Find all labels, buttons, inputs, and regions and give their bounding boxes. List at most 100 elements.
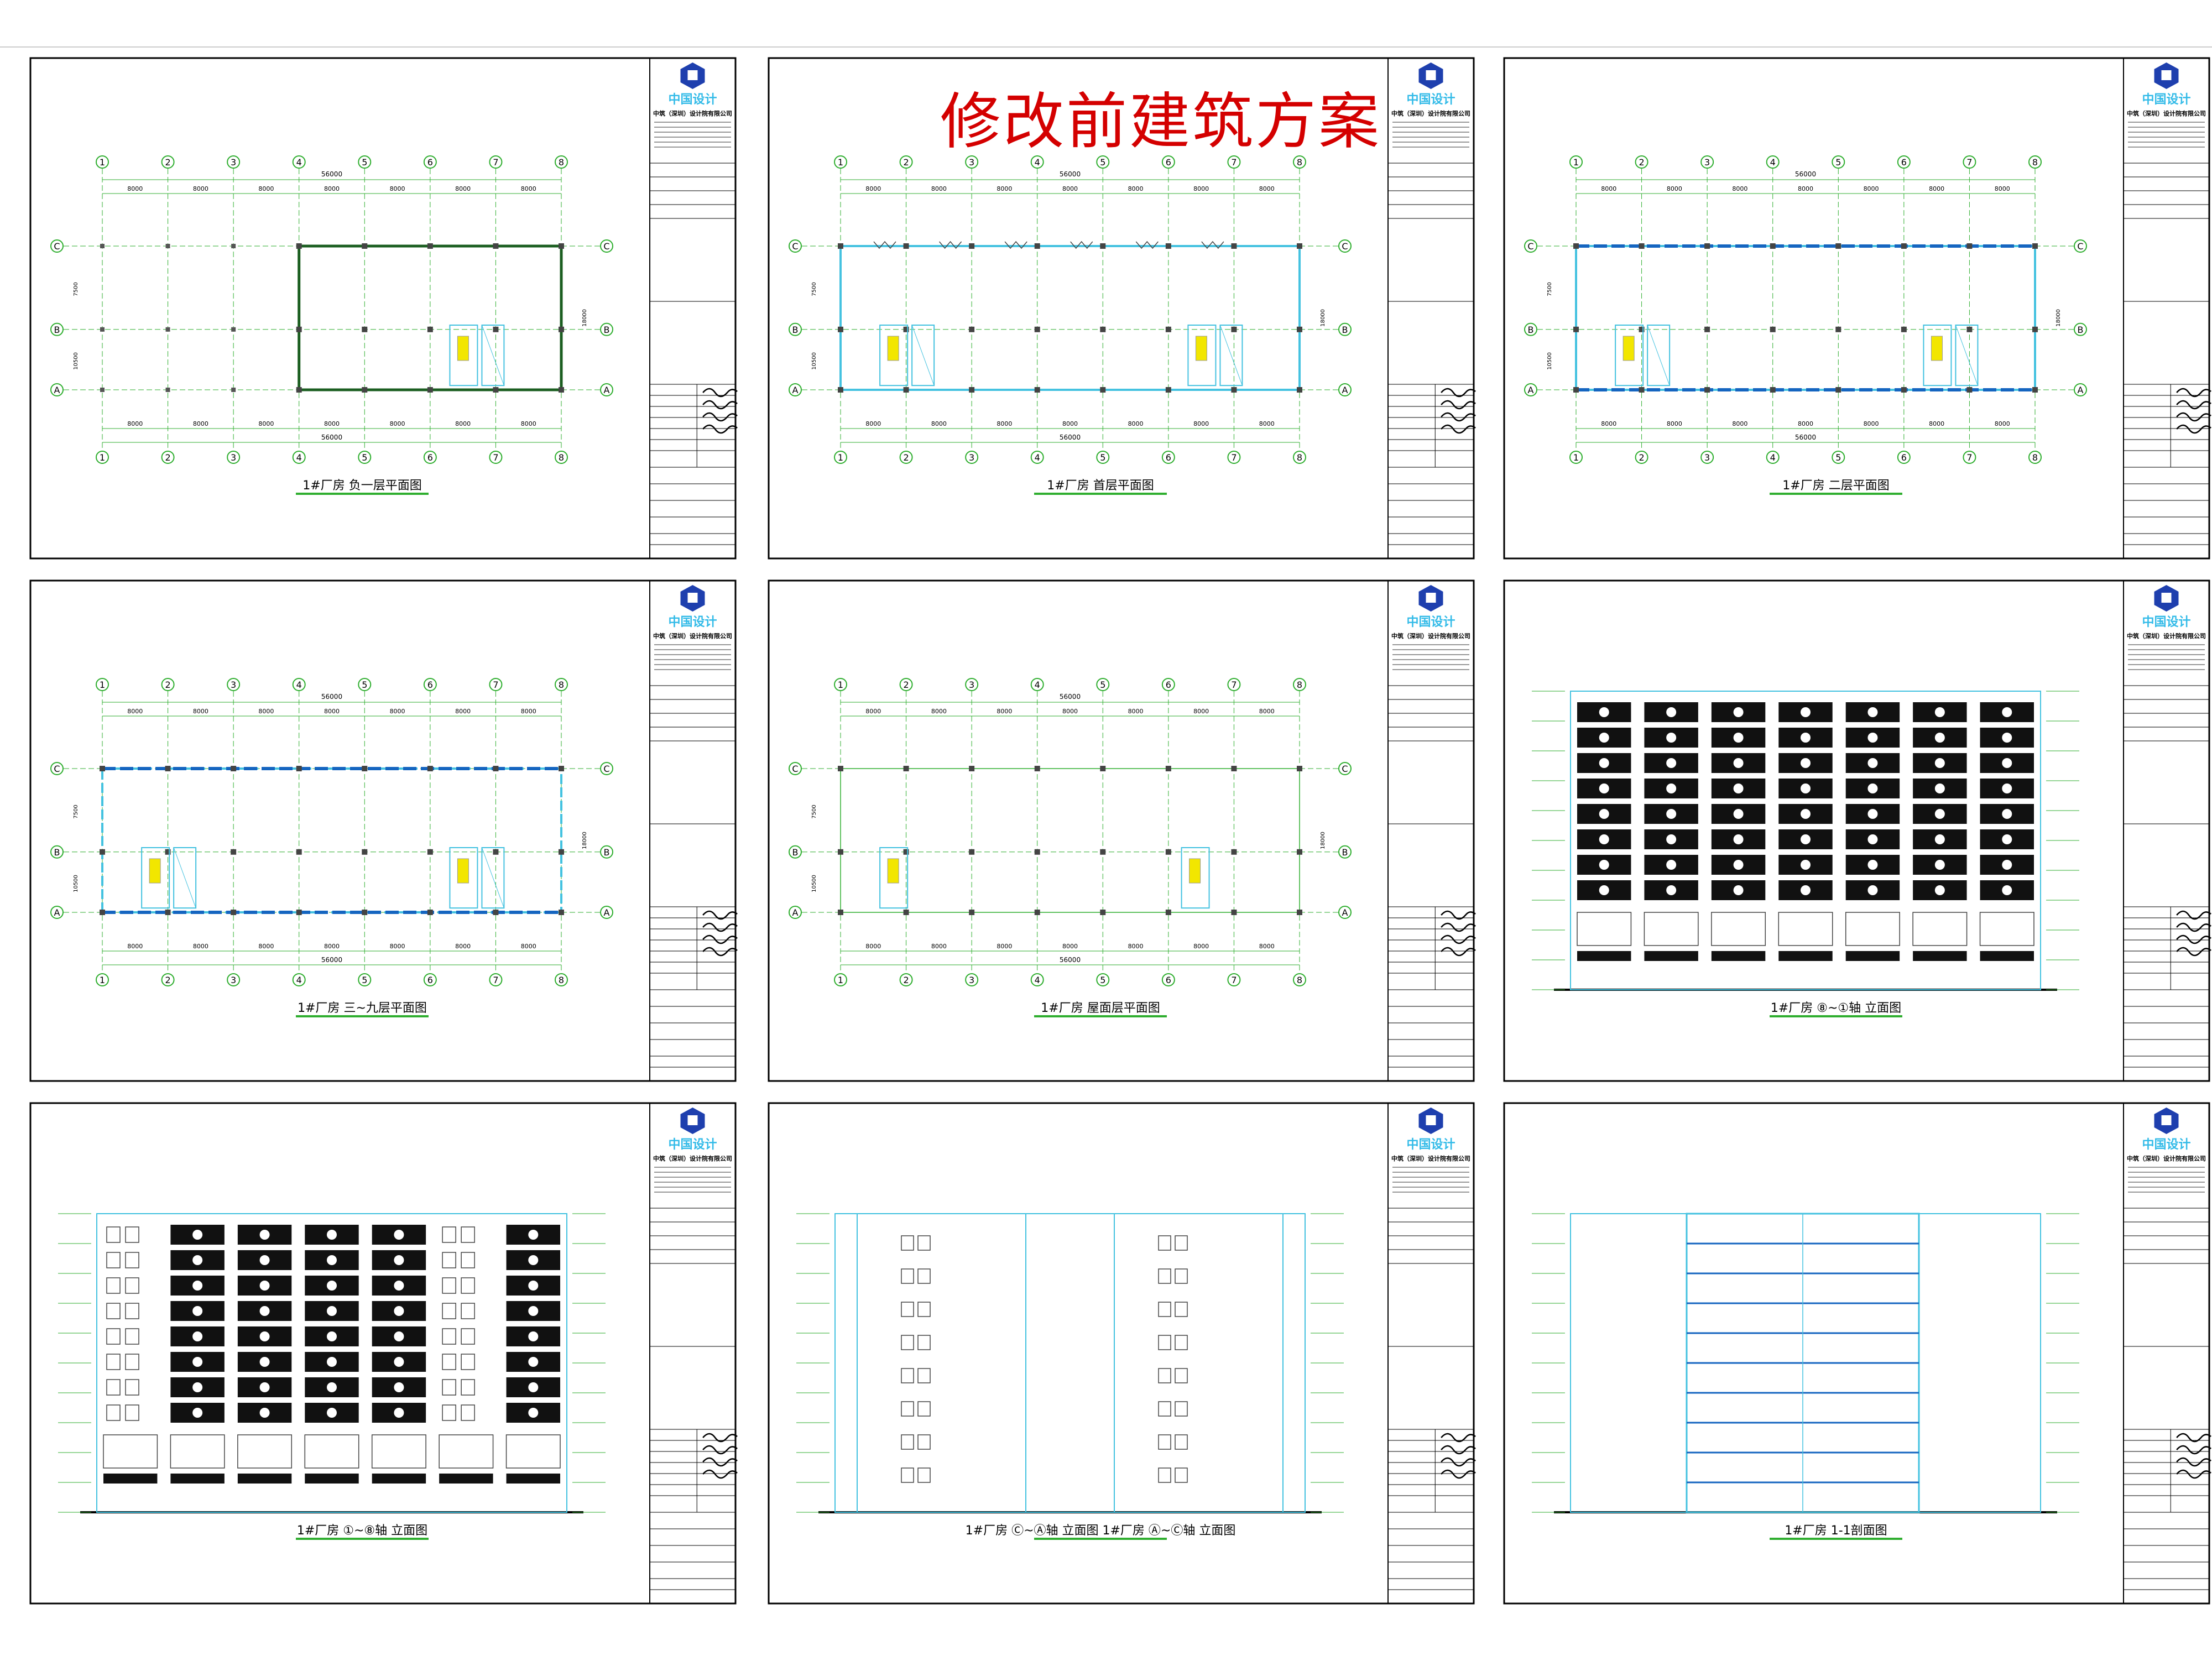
dim-bay-top: 8000 <box>1667 185 1682 192</box>
dim-total-top: 56000 <box>1060 693 1081 701</box>
dim-bay-top: 8000 <box>390 708 405 715</box>
column-dot <box>1966 326 1973 332</box>
shopfront-band <box>170 1474 225 1484</box>
axis-bottom-5 <box>1096 973 1110 986</box>
column-dot <box>1100 326 1106 332</box>
signature-mark <box>702 922 738 932</box>
glazing-node <box>1666 885 1677 895</box>
window <box>125 1379 139 1396</box>
axis-right-C-label: C <box>603 241 609 252</box>
glazing-node <box>1599 758 1609 768</box>
elevator-cross <box>481 847 504 908</box>
axis-left-B <box>50 322 64 336</box>
axis-bottom-7 <box>1963 451 1976 464</box>
dim-bay-top: 8000 <box>1732 185 1747 192</box>
dim-bay-bottom: 8000 <box>390 420 405 427</box>
column-dot <box>296 849 302 855</box>
glazing-node <box>2002 758 2012 768</box>
dim-bay-top: 8000 <box>931 185 947 192</box>
axis-right-B <box>1338 322 1352 336</box>
glazing-node <box>1733 809 1744 819</box>
column-dot <box>1034 910 1040 915</box>
axis-right-A <box>2074 383 2087 396</box>
stair-icon <box>457 858 469 884</box>
dim-bay-bottom: 8000 <box>1864 420 1879 427</box>
side-window <box>1175 1268 1188 1284</box>
sheet-caption: 1#厂房 屋面层平面图 <box>1041 1001 1160 1015</box>
column-dot <box>296 766 302 771</box>
axis-bottom-8 <box>1293 451 1306 464</box>
column-dot <box>838 326 843 332</box>
side-window <box>1175 1235 1188 1251</box>
axis-bottom-6-label: 6 <box>427 452 433 463</box>
axis-bottom-2 <box>161 973 175 986</box>
column-dot <box>559 243 564 249</box>
side-window <box>901 1335 914 1350</box>
signature-mark <box>1441 400 1476 410</box>
side-facade <box>1114 1213 1284 1513</box>
dim-row-1: 7500 <box>1547 282 1553 296</box>
axis-right-A <box>1338 383 1352 396</box>
stair-core <box>879 325 909 386</box>
shopfront <box>1644 912 1699 946</box>
side-window <box>1158 1467 1171 1483</box>
axis-bottom-1-label: 1 <box>100 975 105 985</box>
signature-mark <box>2176 1433 2211 1443</box>
axis-right-B-label: B <box>2078 325 2084 335</box>
axis-top-5 <box>1096 678 1110 691</box>
column-dot <box>231 766 237 771</box>
axis-top-3 <box>1700 155 1714 169</box>
logo-text: 中国设计 <box>1406 93 1455 107</box>
axis-top-5 <box>1832 155 1845 169</box>
exterior-wall <box>1575 245 2036 391</box>
column-dot <box>1966 243 1973 249</box>
sheet-frame <box>1503 57 2210 560</box>
axis-top-6-label: 6 <box>427 680 433 690</box>
glazing-node <box>259 1230 270 1240</box>
glazing-node <box>1934 733 1945 743</box>
window <box>461 1354 475 1370</box>
company-name: 中筑（深圳）设计院有限公司 <box>1391 109 1470 117</box>
shopfront <box>1979 912 2034 946</box>
axis-right-A <box>600 906 613 919</box>
column-dot <box>1901 243 1907 249</box>
axis-top-8 <box>1293 678 1306 691</box>
glazing-node <box>192 1331 203 1341</box>
column-dot <box>1034 326 1040 332</box>
canopy-mark <box>938 241 962 249</box>
column-dot <box>903 243 909 249</box>
signature-mark <box>1441 922 1476 932</box>
column-dot <box>100 388 105 392</box>
axis-bottom-3-label: 3 <box>231 452 236 463</box>
column-dot <box>1034 766 1040 771</box>
side-window <box>1158 1368 1171 1383</box>
dim-bay-top: 8000 <box>1798 185 1813 192</box>
axis-right-C-label: C <box>1342 241 1348 252</box>
axis-bottom-8 <box>555 451 568 464</box>
column-dot <box>969 910 975 915</box>
axis-top-8-label: 8 <box>2032 157 2038 168</box>
window <box>125 1354 139 1370</box>
dim-bay-bottom: 8000 <box>324 943 340 950</box>
dim-bay-top: 8000 <box>997 185 1012 192</box>
exterior-wall <box>101 767 562 913</box>
axis-top-7-label: 7 <box>493 157 498 168</box>
axis-bottom-6 <box>423 451 437 464</box>
column-dot <box>493 387 499 393</box>
title-block <box>2123 580 2210 1082</box>
glazing-node <box>1666 707 1677 717</box>
axis-right-C-label: C <box>603 764 609 774</box>
glazing-node <box>2002 733 2012 743</box>
axis-top-2 <box>899 155 913 169</box>
column-dot <box>1100 849 1106 855</box>
dim-bay-bottom: 8000 <box>324 420 340 427</box>
window <box>125 1303 139 1319</box>
dim-row-2: 10500 <box>73 352 79 370</box>
side-window <box>1175 1302 1188 1317</box>
signature-mark <box>1441 1469 1476 1479</box>
signature-mark <box>2176 388 2211 398</box>
glazing-node <box>1934 860 1945 870</box>
axis-bottom-2 <box>1635 451 1648 464</box>
axis-bottom-7 <box>1227 451 1241 464</box>
